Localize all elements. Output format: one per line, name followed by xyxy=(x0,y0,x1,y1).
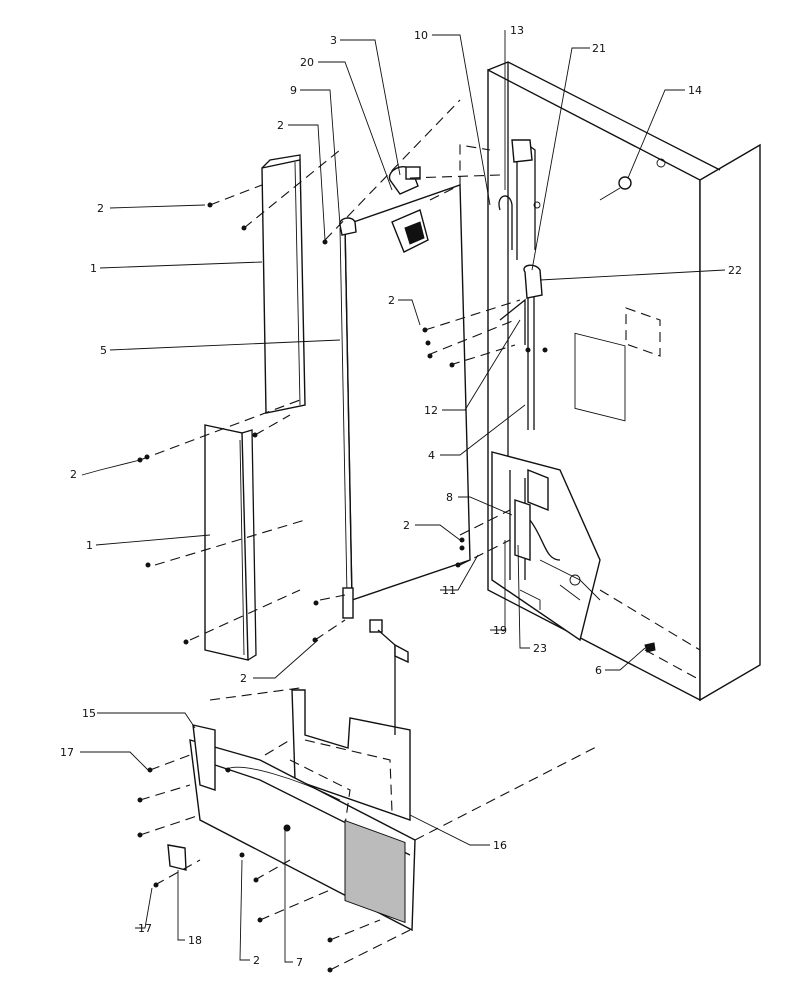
callout-9: 9 xyxy=(290,84,297,97)
callout-17-upper: 17 xyxy=(60,746,74,759)
callout-2-lower-left: 2 xyxy=(240,672,247,685)
callout-21: 21 xyxy=(592,42,606,55)
callout-15: 15 xyxy=(82,707,96,720)
callout-13: 13 xyxy=(510,24,524,37)
callout-1-upper: 1 xyxy=(90,262,97,275)
callout-6: 6 xyxy=(595,664,602,677)
callout-2-upper-mid: 2 xyxy=(277,119,284,132)
trim-piece-upper xyxy=(261,154,306,414)
callout-2-left-mid: 2 xyxy=(70,468,77,481)
callout-leaders xyxy=(80,30,726,963)
callout-2-lower-center: 2 xyxy=(403,519,410,532)
callout-10: 10 xyxy=(414,29,428,42)
callout-17-lower: 17 xyxy=(138,922,152,935)
callout-5: 5 xyxy=(100,344,107,357)
callout-7: 7 xyxy=(296,956,303,969)
callout-3: 3 xyxy=(330,34,337,47)
base-grille xyxy=(167,724,416,932)
callout-labels: 2 1 2 5 2 1 9 20 3 10 13 21 14 22 2 12 4… xyxy=(60,24,742,969)
callout-23: 23 xyxy=(533,642,547,655)
callout-2-left-top: 2 xyxy=(97,202,104,215)
callout-22: 22 xyxy=(728,264,742,277)
callout-2-center: 2 xyxy=(388,294,395,307)
callout-2-bottom: 2 xyxy=(253,954,260,967)
assembly-lines xyxy=(139,99,701,971)
callout-4: 4 xyxy=(428,449,435,462)
hinge-parts xyxy=(339,166,429,253)
callout-20: 20 xyxy=(300,56,314,69)
trim-piece-lower xyxy=(204,424,257,661)
callout-19: 19 xyxy=(493,624,507,637)
callout-1-lower: 1 xyxy=(86,539,93,552)
water-tubing xyxy=(498,139,548,430)
small-parts xyxy=(369,619,656,735)
callout-8: 8 xyxy=(446,491,453,504)
screws xyxy=(137,202,465,973)
callout-12: 12 xyxy=(424,404,438,417)
lower-panel xyxy=(291,689,411,821)
callout-11: 11 xyxy=(442,584,456,597)
callout-16: 16 xyxy=(493,839,507,852)
liner-panel xyxy=(339,184,471,619)
callout-14: 14 xyxy=(688,84,702,97)
callout-18: 18 xyxy=(188,934,202,947)
